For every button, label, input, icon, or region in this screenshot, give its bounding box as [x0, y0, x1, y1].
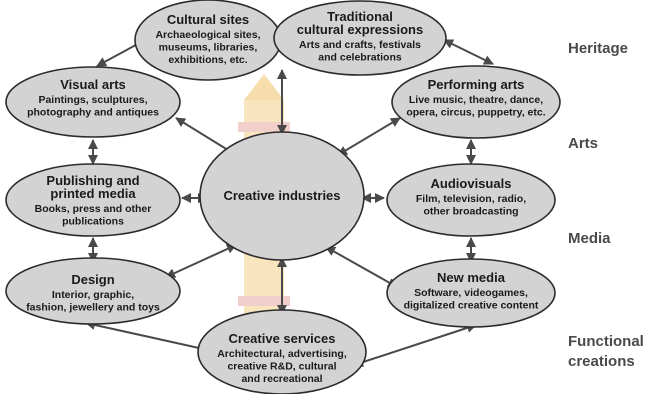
node-title-line: cultural expressions [297, 22, 423, 37]
node-visual-arts [5, 66, 181, 138]
node-title-line: Design [71, 272, 114, 287]
category-labels: Heritage Arts Media Functional creations [568, 40, 644, 370]
node-desc-line: Books, press and other [35, 203, 152, 215]
node-title-line: Audiovisuals [431, 176, 512, 191]
node-title-line: Visual arts [60, 77, 126, 92]
node-desc-line: and celebrations [318, 52, 402, 64]
node-desc-line: Arts and crafts, festivals [299, 39, 421, 51]
ellipses [5, 0, 561, 394]
node-title-line: printed media [50, 186, 136, 201]
node-desc-line: museums, libraries, [159, 42, 258, 54]
connector-design-creativeservices [85, 320, 209, 353]
connector-center-newmedia [325, 246, 398, 288]
category-heritage: Heritage [568, 40, 628, 57]
connector-traditional-performingarts [443, 39, 494, 65]
center-title: Creative industries [223, 188, 340, 203]
node-design [5, 257, 181, 325]
node-desc-line: and recreational [241, 373, 322, 385]
node-performing-arts [391, 65, 561, 139]
node-desc-line: Architectural, advertising, [217, 348, 347, 360]
category-creations: creations [568, 353, 635, 370]
node-desc-line: digitalized creative content [404, 300, 539, 312]
connector-performingarts-center [337, 117, 401, 156]
node-title-line: Traditional [327, 9, 393, 24]
node-desc-line: opera, circus, puppetry, etc. [406, 107, 545, 119]
node-desc-line: Archaeological sites, [155, 29, 260, 41]
node-traditional [273, 0, 447, 76]
node-publishing [5, 163, 181, 237]
node-desc-line: creative R&D, cultural [227, 361, 336, 373]
node-desc-line: Software, videogames, [414, 287, 528, 299]
node-title-line: Publishing and [46, 173, 139, 188]
node-desc-line: Live music, theatre, dance, [409, 94, 543, 106]
node-creative-services [197, 309, 367, 394]
node-desc-line: fashion, jewellery and toys [26, 302, 160, 314]
node-desc-line: publications [62, 216, 124, 228]
node-new-media [386, 258, 556, 328]
node-desc-line: Paintings, sculptures, [38, 94, 147, 106]
node-title-line: Performing arts [428, 77, 525, 92]
node-desc-line: Interior, graphic, [52, 289, 134, 301]
node-audiovisuals [386, 163, 556, 237]
node-title-line: Creative services [229, 331, 336, 346]
connector-center-design [165, 244, 237, 278]
node-desc-line: Film, television, radio, [416, 193, 526, 205]
connector-newmedia-creativeservices [353, 323, 477, 367]
node-desc-line: exhibitions, etc. [168, 54, 247, 66]
category-functional: Functional [568, 333, 644, 350]
node-title-line: New media [437, 270, 506, 285]
category-arts: Arts [568, 135, 598, 152]
category-media: Media [568, 230, 611, 247]
node-desc-line: photography and antiques [27, 107, 159, 119]
node-center [199, 131, 365, 261]
node-title-line: Cultural sites [167, 12, 249, 27]
node-desc-line: other broadcasting [423, 206, 518, 218]
